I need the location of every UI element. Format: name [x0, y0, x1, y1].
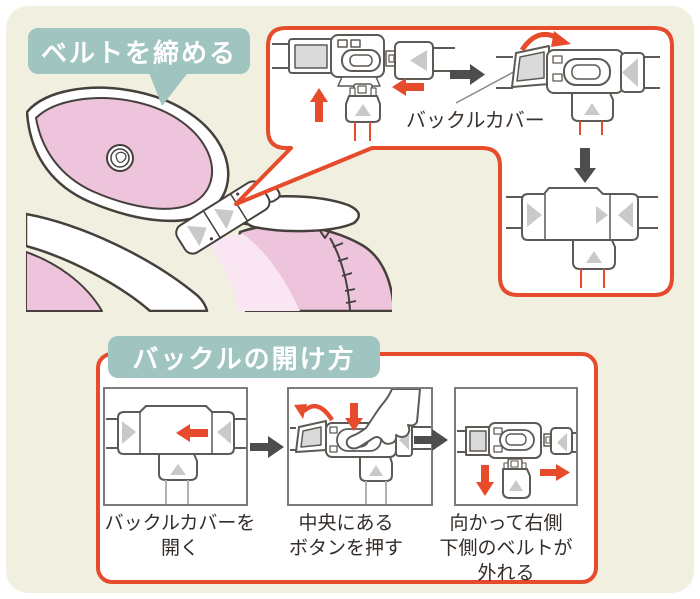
section-fasten-title-text: ベルトを締める — [40, 38, 237, 69]
buckle-cover-label: バックルカバー — [406, 108, 545, 132]
step2-caption: 中央にある ボタンを押す — [266, 511, 426, 561]
section-fasten-title: ベルトを締める — [28, 28, 250, 74]
flip-open-arrow-icon — [302, 403, 334, 422]
fasten-title-tail — [148, 70, 190, 106]
buckle-insert-diagram — [272, 34, 455, 141]
caption-line: ボタンを押す — [288, 537, 403, 559]
red-left-arrow-icon — [392, 78, 424, 96]
caption-line: 外れる — [477, 562, 535, 584]
red-up-arrow-icon — [310, 88, 328, 122]
caption-line: 開く — [160, 537, 199, 559]
red-left-arrow-icon — [176, 424, 208, 442]
caption-line: 中央にある — [298, 512, 394, 534]
buckle-press-button-step-diagram — [290, 389, 431, 504]
next-step-arrow-icon — [414, 429, 448, 451]
next-step-down-arrow-icon — [574, 148, 596, 183]
buckle-open-cover-step-diagram — [106, 405, 246, 504]
hand-pressing-illustration — [345, 389, 421, 450]
pad-button-illustration — [106, 144, 134, 172]
next-step-arrow-icon — [450, 64, 485, 85]
red-down-arrow-icon — [476, 465, 494, 496]
caption-line: バックルカバーを — [104, 512, 256, 534]
caption-line: 下側のベルトが — [439, 537, 573, 559]
product-illustration — [26, 86, 392, 312]
buckle-close-cover-diagram — [455, 31, 660, 135]
section-open-title-text: バックルの開け方 — [132, 344, 356, 375]
buckle-released-step-diagram — [457, 422, 576, 499]
red-right-arrow-icon — [540, 464, 570, 481]
step1-caption: バックルカバーを 開く — [100, 511, 260, 561]
buckle-closed-diagram — [506, 187, 658, 288]
step3-caption: 向かって右側 下側のベルトが 外れる — [425, 511, 587, 586]
section-open-title: バックルの開け方 — [108, 336, 380, 378]
red-down-arrow-icon — [345, 403, 363, 431]
next-step-arrow-icon — [250, 436, 284, 458]
caption-line: 向かって右側 — [449, 512, 563, 534]
